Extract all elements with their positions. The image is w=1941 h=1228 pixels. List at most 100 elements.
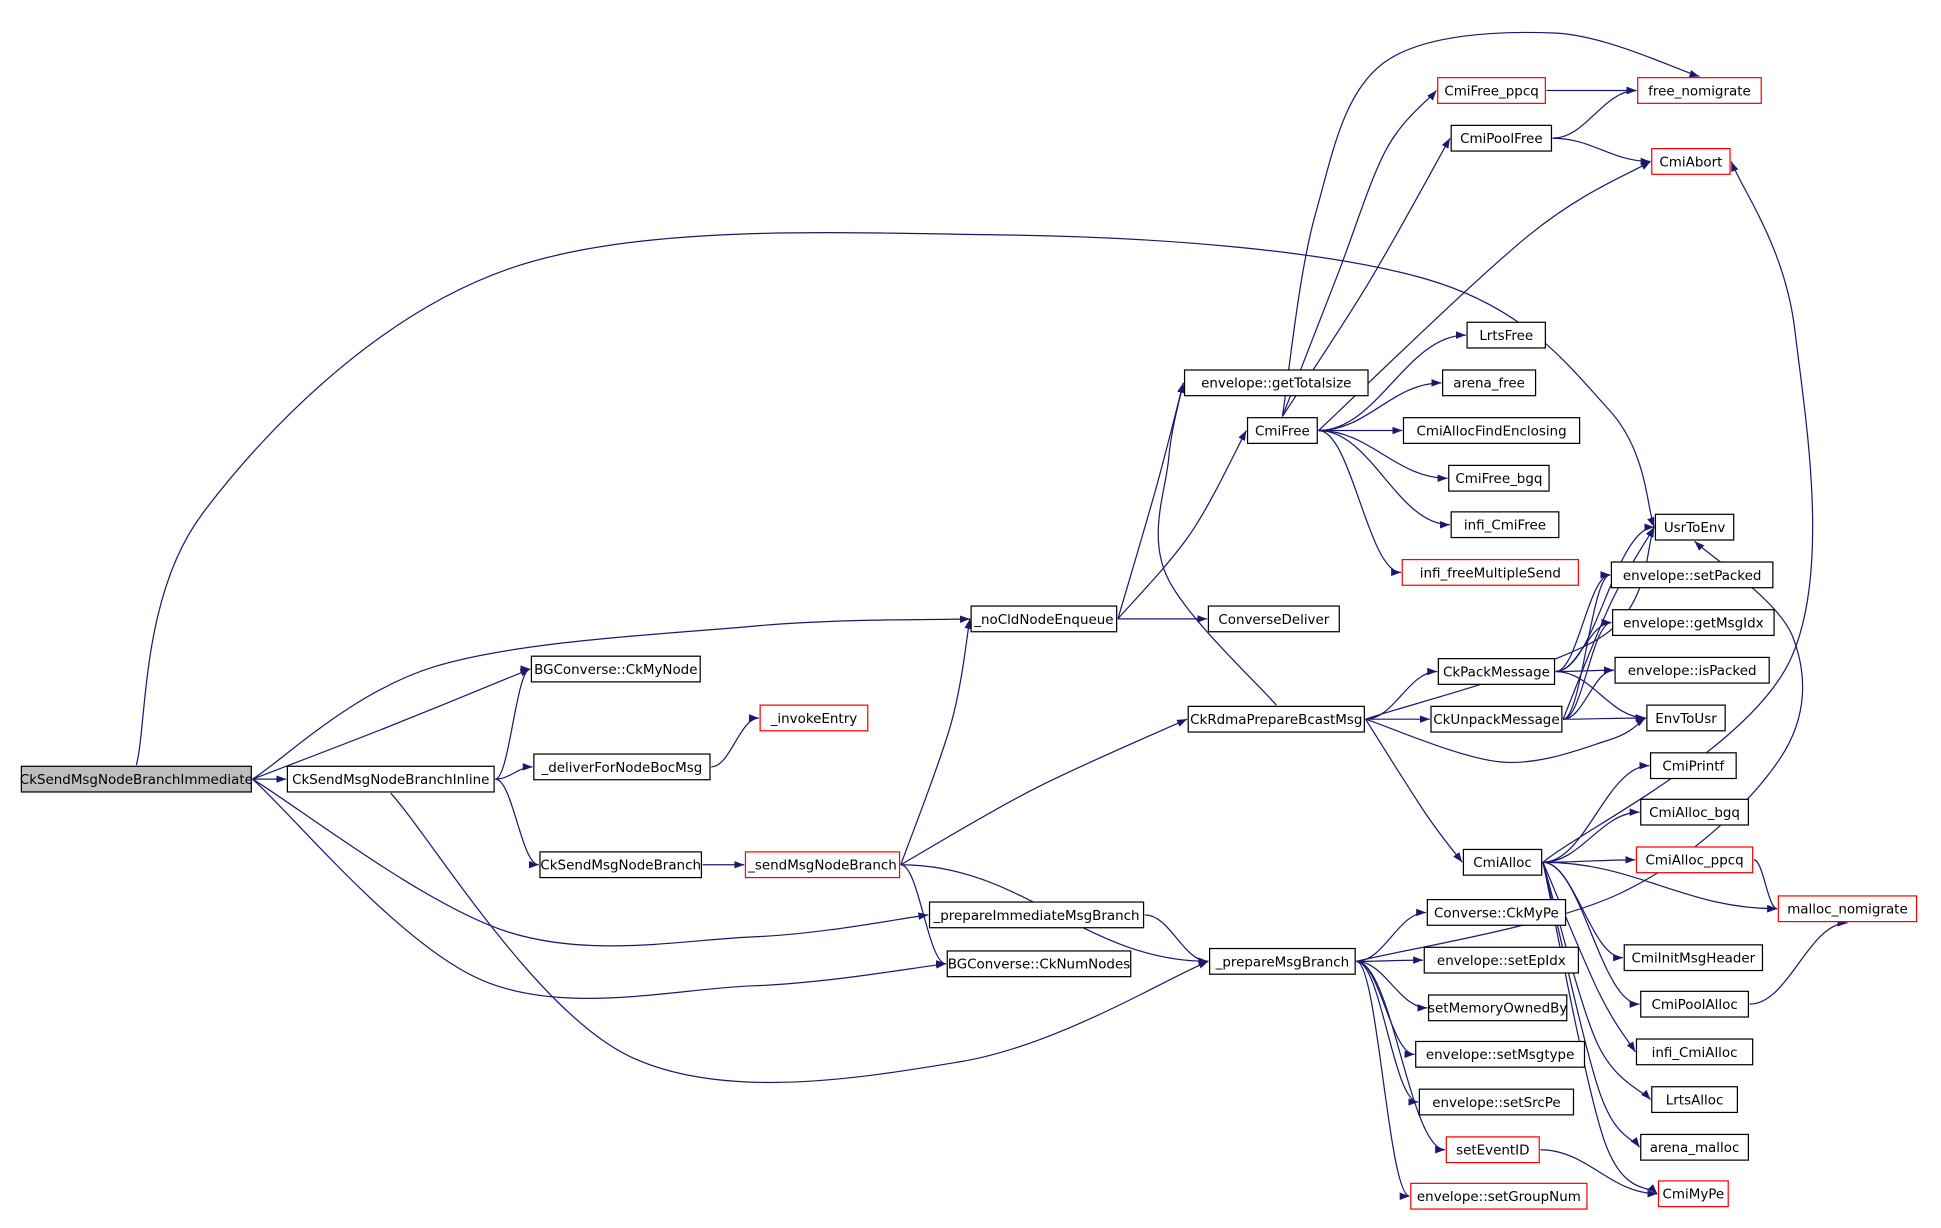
node-box-envtousr[interactable] [1646, 704, 1726, 732]
node-setmemory[interactable]: setMemoryOwnedBy [1427, 994, 1568, 1022]
node-cmifreeppcq[interactable]: CmiFree_ppcq [1437, 77, 1546, 104]
node-label-getmsgidx: envelope::getMsgIdx [1623, 616, 1763, 631]
node-cmiallocbgq[interactable]: CmiAlloc_bgq [1640, 798, 1750, 826]
node-box-lrtsfree[interactable] [1466, 321, 1546, 349]
node-box-prepimm[interactable] [928, 901, 1145, 929]
edge-sendmsgnodebranch-nocld [900, 618, 972, 865]
node-box-prepmsg[interactable] [1209, 947, 1356, 975]
node-box-ckrdma[interactable] [1187, 705, 1365, 733]
node-box-ispacked[interactable] [1614, 656, 1770, 684]
node-cmialloc[interactable]: CmiAlloc [1462, 848, 1543, 876]
node-box-usrtoenv[interactable] [1654, 513, 1735, 541]
node-cmiabort[interactable]: CmiAbort [1651, 147, 1731, 175]
node-lrtsfree[interactable]: LrtsFree [1466, 321, 1546, 349]
node-box-cmifreebgq[interactable] [1448, 464, 1550, 492]
node-freenomigrate[interactable]: free_nomigrate [1637, 77, 1762, 104]
node-cknumnodes[interactable]: BGConverse::CkNumNodes [946, 950, 1132, 978]
node-box-cmiinitmsg[interactable] [1623, 944, 1764, 972]
node-setmsgtype[interactable]: envelope::setMsgtype [1415, 1040, 1586, 1068]
node-box-freenomigrate[interactable] [1637, 77, 1762, 104]
node-envtousr[interactable]: EnvToUsr [1646, 704, 1726, 732]
node-cmifree[interactable]: CmiFree [1246, 417, 1318, 444]
node-sendbranch[interactable]: CkSendMsgNodeBranch [539, 851, 703, 879]
node-setpacked[interactable]: envelope::setPacked [1610, 561, 1774, 589]
node-box-cmimype[interactable] [1657, 1180, 1729, 1208]
node-ckpack[interactable]: CkPackMessage [1437, 658, 1556, 685]
node-cmiallocppcq[interactable]: CmiAlloc_ppcq [1635, 846, 1754, 874]
node-box-cmiprintf[interactable] [1649, 752, 1737, 780]
node-box-cmipoolfree[interactable] [1450, 124, 1553, 152]
node-infifree[interactable]: infi_CmiFree [1450, 511, 1560, 539]
node-box-deliver[interactable] [533, 753, 711, 781]
node-box-cmiabort[interactable] [1651, 147, 1731, 175]
node-arenamalloc[interactable]: arena_malloc [1640, 1133, 1750, 1161]
node-gettotalsize[interactable]: envelope::getTotalsize [1183, 369, 1369, 397]
node-lrtsalloc[interactable]: LrtsAlloc [1651, 1086, 1738, 1114]
node-box-cmialloc[interactable] [1462, 848, 1543, 876]
node-box-arenafree[interactable] [1442, 369, 1537, 397]
node-box-cmiallocbgq[interactable] [1640, 798, 1750, 826]
node-box-cmifreeppcq[interactable] [1437, 77, 1546, 104]
node-box-cmiallocfind[interactable] [1402, 417, 1581, 444]
node-seteventid[interactable]: setEventID [1445, 1136, 1540, 1164]
node-ckrdma[interactable]: CkRdmaPrepareBcastMsg [1187, 705, 1365, 733]
node-box-cmifree[interactable] [1246, 417, 1318, 444]
node-sendmsgnodebranch[interactable]: _sendMsgNodeBranch [744, 851, 901, 879]
node-infifreemulti[interactable]: infi_freeMultipleSend [1401, 558, 1579, 586]
node-box-sendmsgnodebranch[interactable] [744, 851, 901, 879]
node-ispacked[interactable]: envelope::isPacked [1614, 656, 1770, 684]
node-cmipoolfree[interactable]: CmiPoolFree [1450, 124, 1553, 152]
node-box-setmemory[interactable] [1427, 994, 1568, 1022]
node-box-inline[interactable] [286, 765, 495, 793]
node-box-lrtsalloc[interactable] [1651, 1086, 1738, 1114]
node-prepimm[interactable]: _prepareImmediateMsgBranch [928, 901, 1145, 929]
node-box-invokeentry[interactable] [759, 704, 869, 732]
node-box-gettotalsize[interactable] [1183, 369, 1369, 397]
node-getmsgidx[interactable]: envelope::getMsgIdx [1612, 609, 1775, 637]
node-prepmsg[interactable]: _prepareMsgBranch [1209, 947, 1356, 975]
node-ckunpack[interactable]: CkUnpackMessage [1430, 705, 1563, 733]
node-cmipoolalloc[interactable]: CmiPoolAlloc [1640, 990, 1750, 1018]
node-cmiprintf[interactable]: CmiPrintf [1649, 752, 1737, 780]
node-invokeentry[interactable]: _invokeEntry [759, 704, 869, 732]
node-nocld[interactable]: _noCldNodeEnqueue [970, 605, 1118, 633]
node-box-infifree[interactable] [1450, 511, 1560, 539]
node-box-sendbranch[interactable] [539, 851, 703, 879]
node-mallocnomigrate[interactable]: malloc_nomigrate [1777, 895, 1918, 923]
node-box-cknumnodes[interactable] [946, 950, 1132, 978]
node-conversedeliver[interactable]: ConverseDeliver [1207, 605, 1340, 633]
node-setepidx[interactable]: envelope::setEpIdx [1423, 946, 1579, 974]
node-box-infialloc[interactable] [1635, 1038, 1754, 1066]
node-box-infifreemulti[interactable] [1401, 558, 1579, 586]
node-setsrcpe[interactable]: envelope::setSrcPe [1418, 1088, 1575, 1116]
node-cmimype[interactable]: CmiMyPe [1657, 1180, 1729, 1208]
node-box-setsrcpe[interactable] [1418, 1088, 1575, 1116]
node-box-conversedeliver[interactable] [1207, 605, 1340, 633]
node-box-setmsgtype[interactable] [1415, 1040, 1586, 1068]
node-box-mallocnomigrate[interactable] [1777, 895, 1918, 923]
node-cmiallocfind[interactable]: CmiAllocFindEnclosing [1402, 417, 1581, 444]
node-usrtoenv[interactable]: UsrToEnv [1654, 513, 1735, 541]
node-box-getmsgidx[interactable] [1612, 609, 1775, 637]
node-box-cmipoolalloc[interactable] [1640, 990, 1750, 1018]
node-box-setgroupnum[interactable] [1410, 1182, 1588, 1210]
node-box-ckmynode[interactable] [530, 655, 701, 683]
node-ckmype[interactable]: Converse::CkMyPe [1426, 898, 1567, 926]
node-setgroupnum[interactable]: envelope::setGroupNum [1410, 1182, 1588, 1210]
node-cmiinitmsg[interactable]: CmiInitMsgHeader [1623, 944, 1764, 972]
node-infialloc[interactable]: infi_CmiAlloc [1635, 1038, 1754, 1066]
node-box-ckmype[interactable] [1426, 898, 1567, 926]
node-box-ckpack[interactable] [1437, 658, 1556, 685]
node-box-seteventid[interactable] [1445, 1136, 1540, 1164]
node-box-setepidx[interactable] [1423, 946, 1579, 974]
node-box-arenamalloc[interactable] [1640, 1133, 1750, 1161]
node-arenafree[interactable]: arena_free [1442, 369, 1537, 397]
node-box-ckunpack[interactable] [1430, 705, 1563, 733]
node-box-setpacked[interactable] [1610, 561, 1774, 589]
node-ckmynode[interactable]: BGConverse::CkMyNode [530, 655, 701, 683]
node-cmifreebgq[interactable]: CmiFree_bgq [1448, 464, 1550, 492]
node-inline[interactable]: CkSendMsgNodeBranchInline [286, 765, 495, 793]
node-deliver[interactable]: _deliverForNodeBocMsg [533, 753, 711, 781]
node-box-cmiallocppcq[interactable] [1635, 846, 1754, 874]
node-box-nocld[interactable] [970, 605, 1118, 633]
